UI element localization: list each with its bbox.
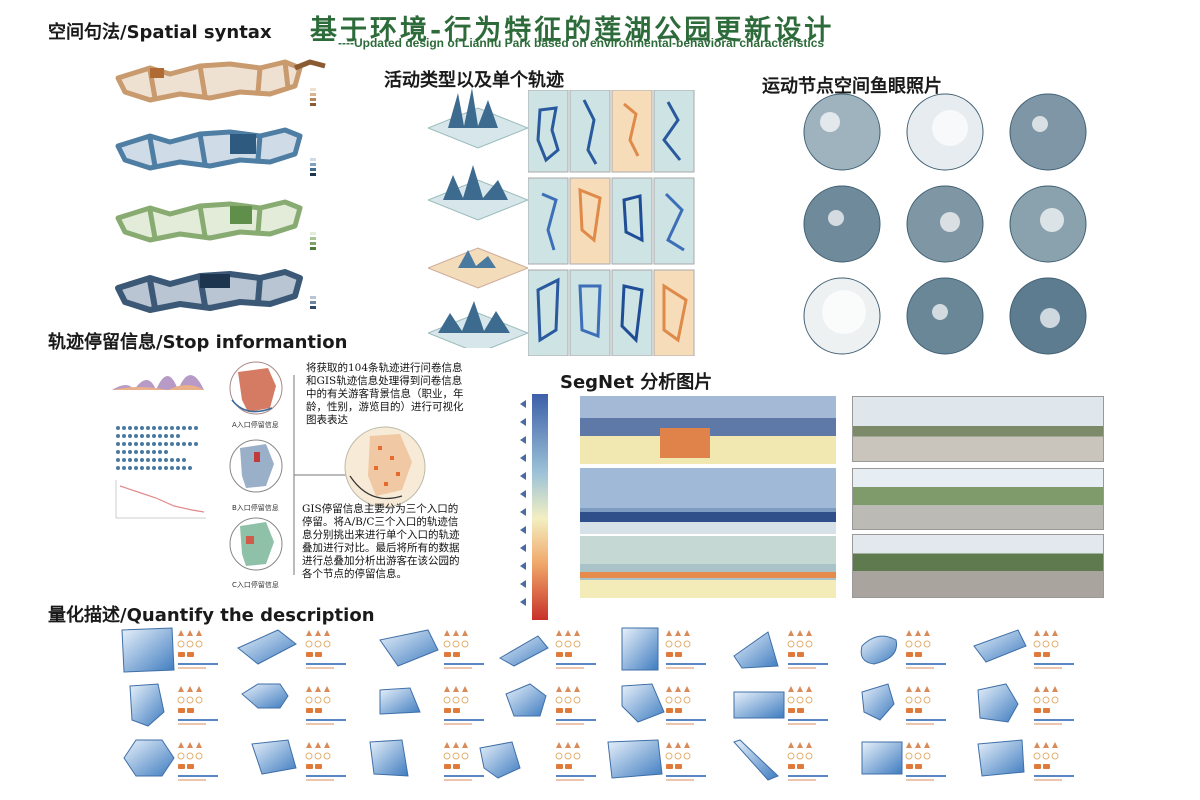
panorama-photo-2	[852, 468, 1104, 530]
segnet-result-2	[580, 468, 836, 534]
entrance-map-c	[229, 517, 283, 571]
label-entrance-c: C入口停留信息	[232, 581, 279, 589]
combined-stop-map	[340, 426, 430, 508]
stop-info-description-1: 将获取的104条轨迹进行问卷信息和GIS轨迹信息处理得到问卷信息中的有关游客背景…	[306, 362, 464, 426]
visitor-background-charts	[108, 360, 208, 520]
entrance-map-b	[229, 439, 283, 493]
section-heading-spatial-syntax: 空间句法/Spatial syntax	[48, 22, 272, 43]
syntax-map-brown	[115, 59, 326, 103]
page-title: 基于环境-行为特征的莲湖公园更新设计	[310, 15, 835, 46]
activity-terrain-plots	[428, 88, 528, 348]
syntax-legend-3	[310, 232, 316, 250]
quantify-grid	[118, 626, 1188, 790]
quantify-row-3	[123, 739, 1075, 781]
stop-info-description-2: GIS停留信息主要分为三个入口的停留。将A/B/C三个入口的轨迹信息分别挑出来进…	[302, 503, 460, 580]
panorama-photo-1	[852, 396, 1104, 462]
section-heading-fisheye: 运动节点空间鱼眼照片	[762, 76, 942, 97]
entrance-map-a	[229, 361, 283, 415]
trajectory-grid	[528, 90, 698, 356]
bracket-connector	[290, 375, 350, 575]
spatial-syntax-maps	[110, 48, 350, 328]
segnet-color-legend	[518, 394, 550, 620]
segnet-result-1	[580, 396, 836, 464]
fisheye-photo-grid	[800, 92, 1090, 356]
terrain-1	[428, 88, 528, 149]
terrain-4	[428, 301, 528, 348]
section-heading-segnet: SegNet 分析图片	[560, 372, 713, 393]
syntax-legend-2	[310, 158, 316, 176]
syntax-map-green	[115, 199, 303, 243]
segnet-result-3	[580, 536, 836, 598]
terrain-3	[428, 247, 528, 289]
quantify-row-2	[129, 683, 1075, 727]
syntax-legend-1	[310, 88, 316, 106]
page-subtitle: ----Updated design of Lianhu Park based …	[338, 36, 825, 50]
syntax-legend-4	[310, 296, 316, 309]
terrain-2	[428, 165, 528, 221]
label-entrance-a: A入口停留信息	[232, 421, 279, 429]
syntax-map-blue	[115, 127, 303, 171]
section-heading-activity: 活动类型以及单个轨迹	[384, 70, 564, 91]
label-entrance-b: B入口停留信息	[232, 504, 279, 512]
section-heading-quantify: 量化描述/Quantify the description	[48, 605, 375, 626]
entrance-stop-maps	[216, 360, 296, 590]
section-heading-stop-info: 轨迹停留信息/Stop informantion	[48, 332, 348, 353]
quantify-row-1	[121, 627, 1075, 673]
syntax-map-navy	[115, 269, 303, 313]
panorama-photo-3	[852, 534, 1104, 598]
